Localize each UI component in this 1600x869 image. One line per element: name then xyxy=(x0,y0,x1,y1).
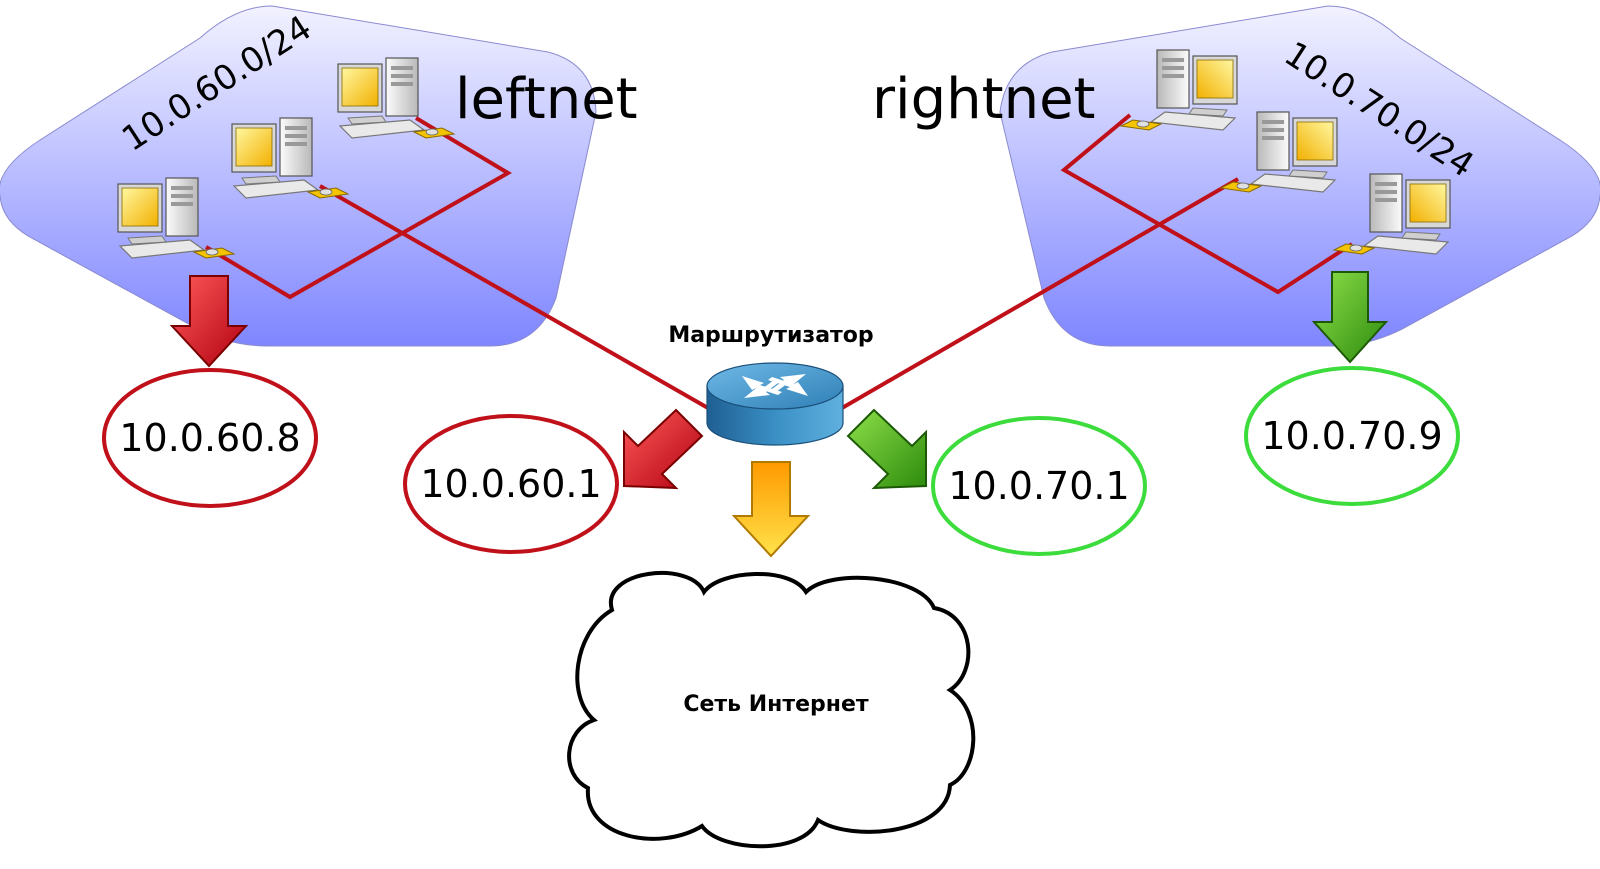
leftnet-gateway-ip: 10.0.60.1 xyxy=(403,414,619,554)
internet-label: Сеть Интернет xyxy=(683,692,869,717)
leftnet-uplink xyxy=(319,184,709,410)
leftnet-gateway-ip-text: 10.0.60.1 xyxy=(420,462,601,506)
rightnet-uplink xyxy=(840,177,1240,410)
rightnet-host-ip-text: 10.0.70.9 xyxy=(1261,414,1442,458)
rightnet-cable-loop xyxy=(1060,113,1354,295)
cables xyxy=(204,113,1354,410)
leftnet-host-ip-text: 10.0.60.8 xyxy=(119,416,300,460)
arrow-down-right-green-icon xyxy=(846,408,927,490)
router-label: Маршрутизатор xyxy=(668,323,873,348)
rightnet-host-ip: 10.0.70.9 xyxy=(1244,366,1460,506)
leftnet-cable-loop xyxy=(204,116,512,300)
leftnet-name: leftnet xyxy=(455,67,638,132)
router-icon xyxy=(706,362,844,446)
cloud-icon: Сеть Интернет xyxy=(567,571,976,849)
arrow-down-orange-icon xyxy=(731,461,811,558)
arrow-down-left-red-icon xyxy=(623,408,704,490)
arrow-down-green-icon xyxy=(1311,271,1389,364)
rightnet-gateway-ip: 10.0.70.1 xyxy=(931,416,1147,556)
rightnet-gateway-ip-text: 10.0.70.1 xyxy=(948,464,1129,508)
arrow-down-red-icon xyxy=(169,275,249,368)
leftnet-host-ip: 10.0.60.8 xyxy=(102,368,318,508)
rightnet-name: rightnet xyxy=(872,67,1095,132)
